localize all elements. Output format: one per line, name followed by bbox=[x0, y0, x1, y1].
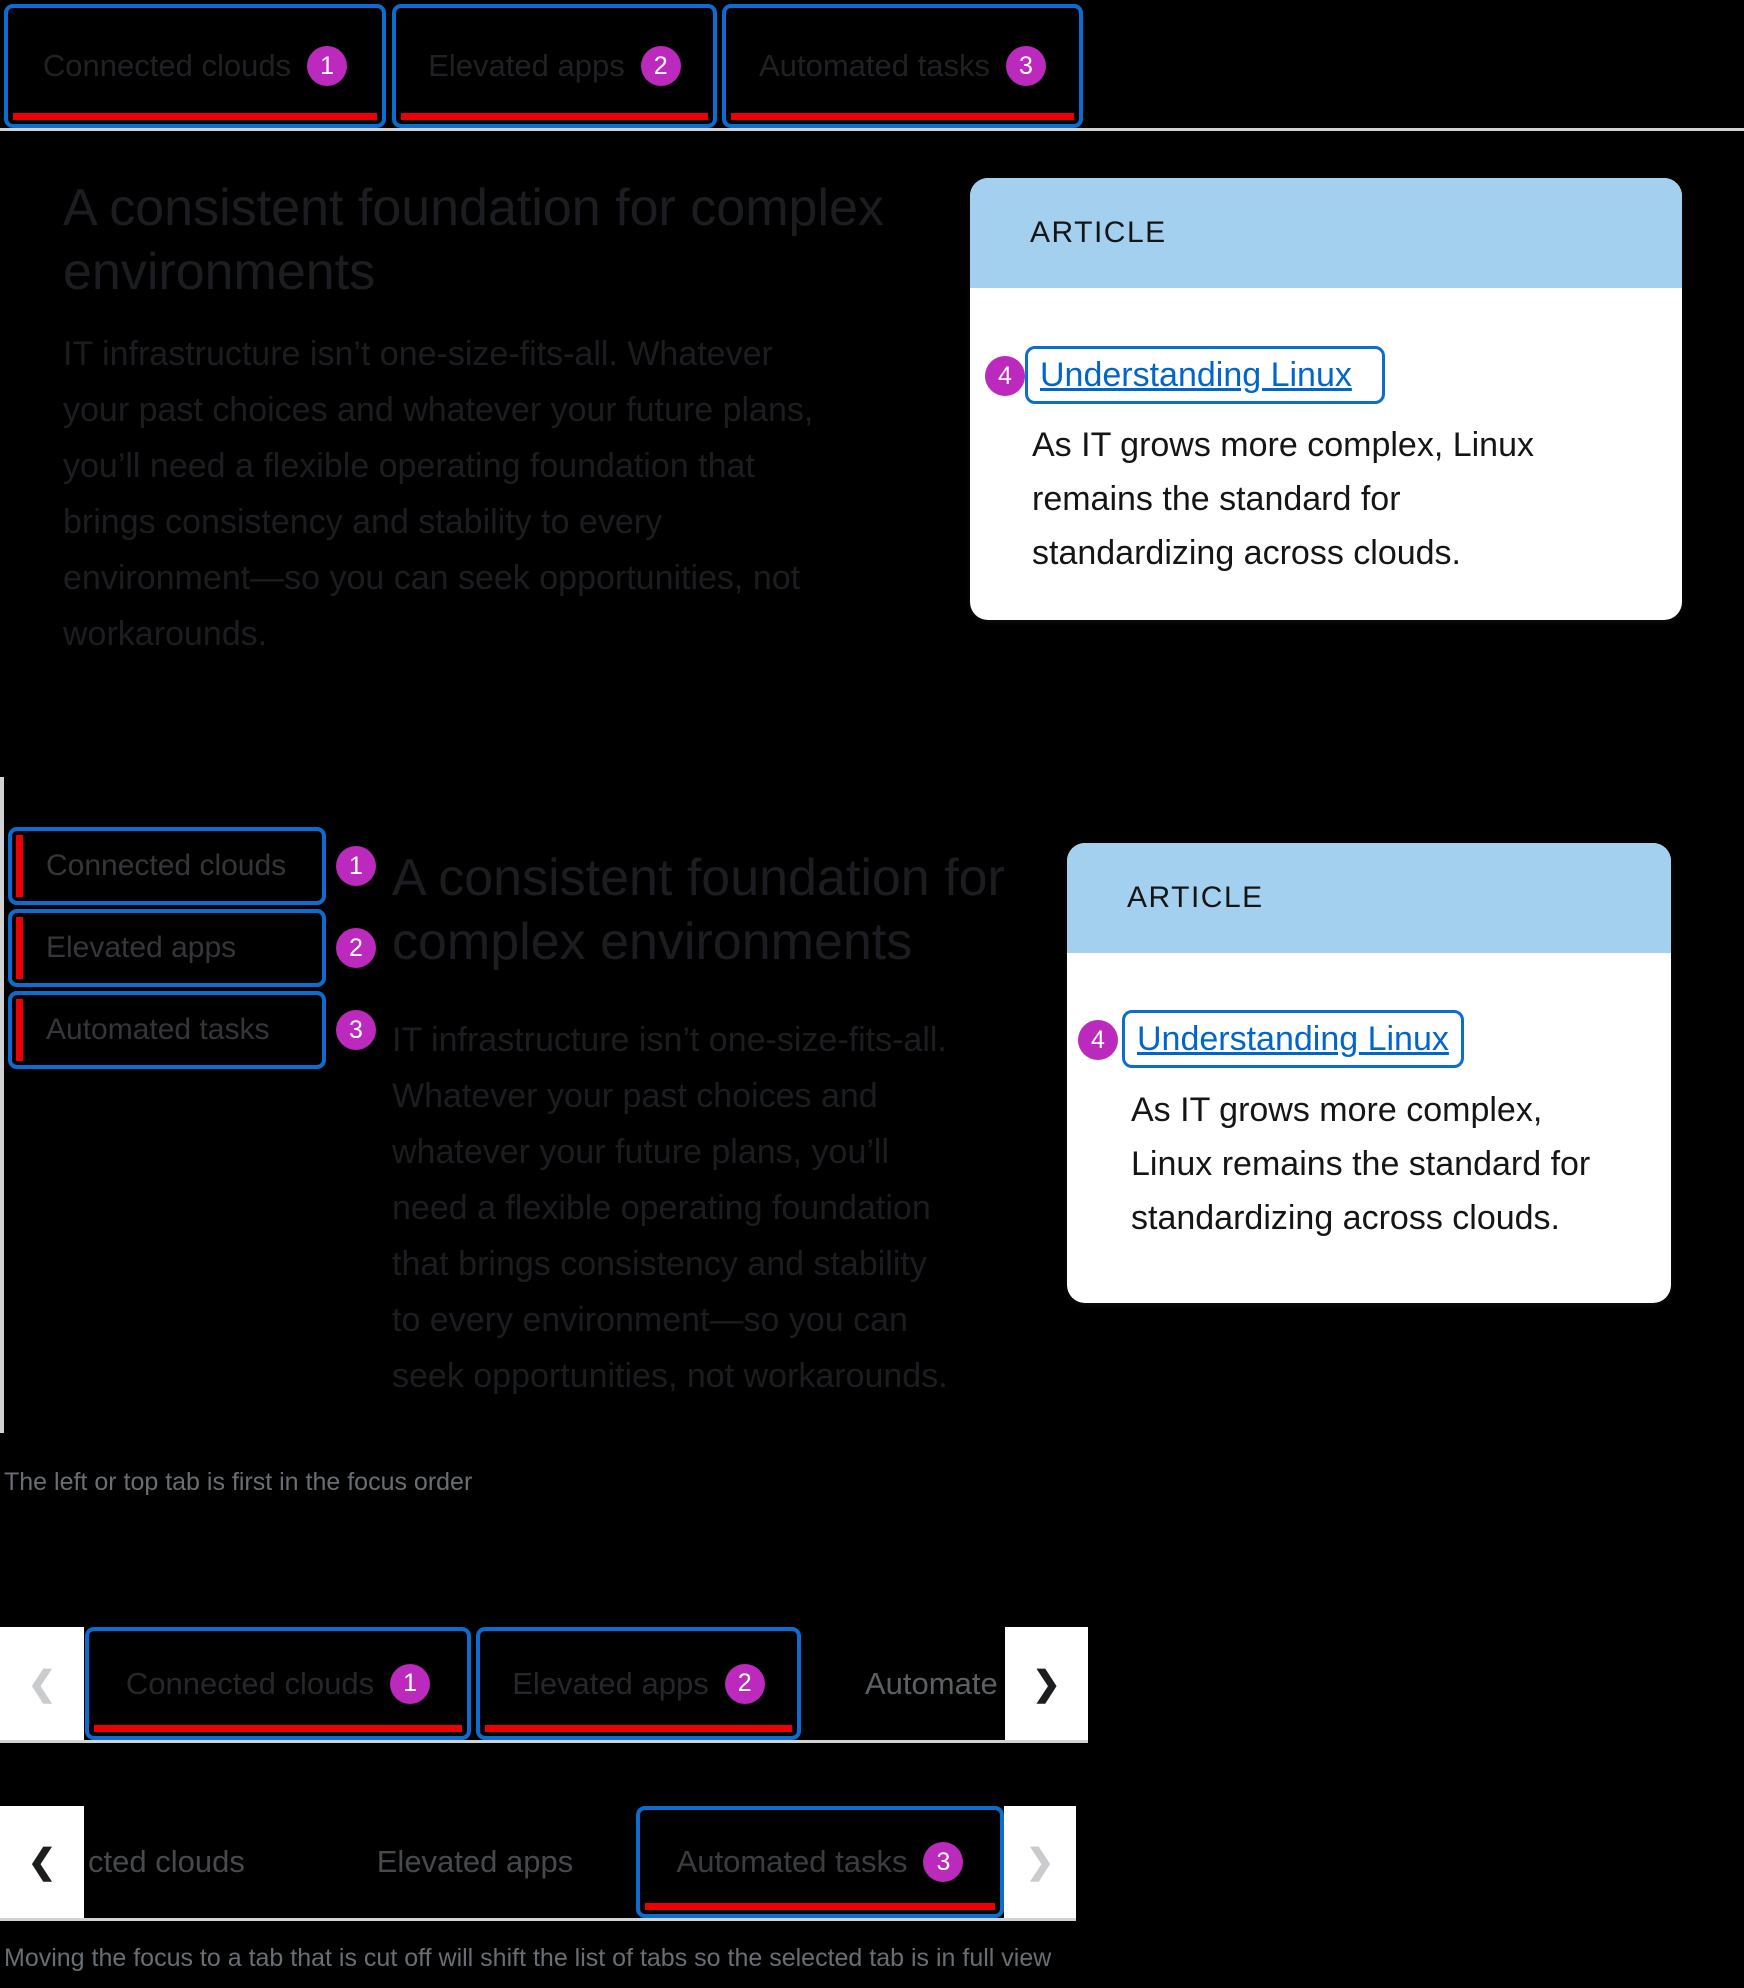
panel-heading: A consistent foundation for complex envi… bbox=[63, 179, 884, 301]
tab-automated-tasks[interactable]: Automated tasks 3 bbox=[722, 4, 1083, 128]
tab-label: cted clouds bbox=[88, 1844, 245, 1879]
tab-label: Automated tasks bbox=[676, 1844, 908, 1879]
active-tab-indicator bbox=[13, 113, 377, 120]
vertical-tab-connected-clouds[interactable]: Connected clouds bbox=[8, 827, 326, 905]
tab-elevated-apps[interactable]: Elevated apps 2 bbox=[392, 4, 717, 128]
tab-label: Automated tasks bbox=[46, 1013, 270, 1046]
panel-heading: A consistent foundation for complex envi… bbox=[392, 849, 1005, 971]
scroll-right-button[interactable]: ❯ bbox=[1004, 1806, 1076, 1918]
tab-automated-tasks-cut-off[interactable]: Automate bbox=[806, 1627, 1005, 1740]
focus-order-badge: 1 bbox=[336, 846, 376, 886]
tab-label: Elevated apps bbox=[428, 48, 625, 83]
panel-paragraph: IT infrastructure isn’t one-size-fits-al… bbox=[63, 335, 814, 653]
article-link-focus-ring: Understanding Linux bbox=[1025, 346, 1385, 404]
tab-label: Elevated apps bbox=[46, 931, 237, 964]
vertical-tab-automated-tasks[interactable]: Automated tasks bbox=[8, 991, 326, 1069]
article-card: ARTICLE 4 Understanding Linux As IT grow… bbox=[1067, 843, 1671, 1303]
focus-order-badge: 2 bbox=[336, 928, 376, 968]
vertical-tab-elevated-apps[interactable]: Elevated apps bbox=[8, 909, 326, 987]
article-link[interactable]: Understanding Linux bbox=[1040, 355, 1352, 394]
active-tab-indicator bbox=[645, 1903, 995, 1910]
tab-label: Elevated apps bbox=[376, 1844, 574, 1879]
figure-caption: Moving the focus to a tab that is cut of… bbox=[4, 1944, 1052, 1972]
tab-label: Connected clouds bbox=[125, 1665, 375, 1701]
chevron-right-icon: ❯ bbox=[1032, 1664, 1061, 1703]
panel-paragraph: IT infrastructure isn’t one-size-fits-al… bbox=[392, 1021, 948, 1395]
active-tab-indicator bbox=[731, 113, 1074, 120]
tab-label: Connected clouds bbox=[46, 849, 287, 882]
tab-connected-clouds[interactable]: Connected clouds 1 bbox=[85, 1627, 471, 1740]
focus-order-badge: 3 bbox=[1005, 46, 1046, 86]
article-card-header: ARTICLE bbox=[970, 178, 1682, 288]
chevron-left-icon: ❮ bbox=[27, 1664, 57, 1703]
overflow-tabbar-start: ❮ Connected clouds 1 Elevated apps 2 Aut… bbox=[0, 1627, 1088, 1743]
overflow-tabbar-shifted: ❮ cted clouds Elevated apps Automated ta… bbox=[0, 1806, 1076, 1921]
article-summary: As IT grows more complex, Linux remains … bbox=[1131, 1091, 1591, 1237]
article-eyebrow: ARTICLE bbox=[1030, 216, 1167, 249]
focus-order-badge: 2 bbox=[724, 1663, 765, 1704]
scroll-left-button[interactable]: ❮ bbox=[0, 1627, 84, 1740]
tab-connected-clouds[interactable]: Connected clouds 1 bbox=[4, 4, 386, 128]
tab-connected-clouds-cut-off[interactable]: cted clouds bbox=[85, 1806, 265, 1918]
tab-label: Elevated apps bbox=[512, 1665, 709, 1701]
active-tab-indicator bbox=[401, 113, 708, 120]
scroll-right-button[interactable]: ❯ bbox=[1005, 1627, 1088, 1740]
focus-order-badge: 1 bbox=[307, 46, 348, 86]
focus-order-badge: 1 bbox=[390, 1663, 431, 1704]
article-link[interactable]: Understanding Linux bbox=[1137, 1019, 1449, 1058]
figure-caption: The left or top tab is first in the focu… bbox=[4, 1468, 473, 1496]
article-eyebrow: ARTICLE bbox=[1127, 881, 1264, 914]
tab-automated-tasks[interactable]: Automated tasks 3 bbox=[636, 1806, 1004, 1918]
focus-order-badge: 2 bbox=[640, 46, 681, 86]
tab-label: Automated tasks bbox=[759, 48, 990, 83]
chevron-right-icon: ❯ bbox=[1025, 1843, 1055, 1881]
vertical-tabbar-border bbox=[0, 777, 4, 1433]
top-tabbar-bottom-border bbox=[0, 128, 1744, 131]
tab-elevated-apps[interactable]: Elevated apps bbox=[330, 1806, 620, 1918]
article-card: ARTICLE 4 Understanding Linux As IT grow… bbox=[970, 178, 1682, 620]
active-tab-indicator bbox=[485, 1725, 792, 1732]
article-link-focus-ring: Understanding Linux bbox=[1122, 1010, 1464, 1068]
focus-order-badge: 3 bbox=[923, 1842, 964, 1882]
focus-order-badge: 4 bbox=[985, 356, 1025, 396]
tab-label: Automate bbox=[865, 1665, 998, 1701]
focus-order-badge: 4 bbox=[1078, 1020, 1118, 1060]
active-tab-indicator bbox=[94, 1725, 462, 1732]
active-tab-indicator bbox=[16, 917, 23, 979]
chevron-left-icon: ❮ bbox=[27, 1843, 57, 1881]
active-tab-indicator bbox=[16, 999, 23, 1061]
active-tab-indicator bbox=[16, 835, 23, 897]
article-summary: As IT grows more complex, Linux remains … bbox=[1032, 426, 1534, 572]
focus-order-badge: 3 bbox=[336, 1010, 376, 1050]
article-card-header: ARTICLE bbox=[1067, 843, 1671, 953]
tab-elevated-apps[interactable]: Elevated apps 2 bbox=[476, 1627, 801, 1740]
scroll-left-button[interactable]: ❮ bbox=[0, 1806, 84, 1918]
tab-label: Connected clouds bbox=[42, 48, 292, 83]
